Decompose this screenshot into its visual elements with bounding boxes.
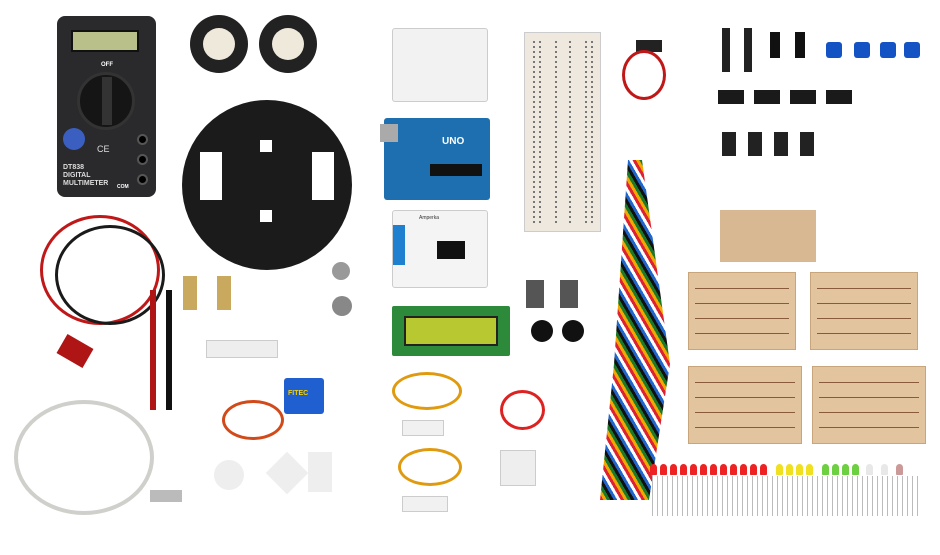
off-label: OFF xyxy=(101,62,113,68)
resistor-strip xyxy=(810,272,918,350)
usb-port xyxy=(380,124,398,142)
push-button xyxy=(826,42,842,58)
red-leds xyxy=(650,464,767,475)
wheel xyxy=(190,15,248,73)
driver-chip xyxy=(437,241,465,259)
model-text: DT838 xyxy=(63,164,85,171)
red-probe xyxy=(150,290,156,410)
push-button xyxy=(904,42,920,58)
ball-caster xyxy=(332,296,352,316)
black-probe xyxy=(166,290,172,410)
gear-motor xyxy=(183,276,197,310)
battery-clip xyxy=(636,40,662,52)
yellow-leds xyxy=(776,464,813,475)
label-line1: DIGITAL xyxy=(63,172,91,179)
seven-segment-display xyxy=(560,280,578,308)
chip xyxy=(430,164,482,176)
sensor-cable xyxy=(398,448,462,486)
shield-brand: Amperka xyxy=(419,215,440,221)
proto-shield xyxy=(392,28,488,102)
jumper-wires xyxy=(600,160,670,500)
resistor-strip xyxy=(812,366,926,444)
servo-horn xyxy=(308,452,332,492)
terminal-block xyxy=(393,225,405,265)
resistor-strip xyxy=(688,366,802,444)
motor-shield: Amperka xyxy=(392,210,488,288)
breadboard xyxy=(524,32,601,232)
wheel xyxy=(259,15,317,73)
ball-caster xyxy=(332,262,350,280)
digital-multimeter: OFF CE COM DT838 DIGITAL MULTIMETER xyxy=(57,16,156,197)
servo-brand: FITEC xyxy=(288,390,309,397)
robot-chassis-plate xyxy=(182,100,352,270)
resistor-strip xyxy=(688,272,796,350)
sensor-board xyxy=(500,450,536,486)
servo-horn xyxy=(214,460,244,490)
sensor-module xyxy=(402,420,444,436)
sensor-module xyxy=(402,496,448,512)
sensor-cable xyxy=(500,390,545,430)
label-line2: MULTIMETER xyxy=(63,180,109,187)
pin-header xyxy=(206,340,278,358)
servo-horn xyxy=(265,451,309,495)
black-probe-lead xyxy=(55,225,165,325)
transistor-strip xyxy=(720,210,816,262)
sensor-cable xyxy=(392,372,462,410)
servo-wire xyxy=(222,400,284,440)
voltage-regulators xyxy=(722,132,814,156)
header-pins xyxy=(718,90,860,104)
white-leds xyxy=(866,464,903,475)
usb-plug xyxy=(150,490,182,502)
push-button xyxy=(854,42,870,58)
usb-cable xyxy=(14,400,154,515)
seven-segment-display xyxy=(526,280,544,308)
arduino-uno-board: UNO xyxy=(380,118,490,200)
ic-chip xyxy=(795,32,805,58)
ce-mark: CE xyxy=(97,144,110,154)
multimeter-label: DT838 DIGITAL MULTIMETER xyxy=(63,164,108,188)
multimeter-dial xyxy=(77,72,135,130)
battery-wire xyxy=(622,50,666,100)
gear-motor xyxy=(217,276,231,310)
potentiometer-knob xyxy=(531,320,553,342)
servo-motor: FITEC xyxy=(284,378,324,414)
probe-jack xyxy=(137,174,148,185)
trimmer xyxy=(744,28,752,72)
com-label: COM xyxy=(117,184,129,190)
probe-jack xyxy=(137,134,148,145)
ic-chip xyxy=(770,32,780,58)
potentiometer-knob xyxy=(562,320,584,342)
lcd-display-module xyxy=(392,306,510,356)
led-legs xyxy=(652,476,922,516)
green-leds xyxy=(822,464,859,475)
red-connector xyxy=(56,333,94,369)
transistor-socket xyxy=(63,128,85,150)
probe-jack xyxy=(137,154,148,165)
trimmer xyxy=(722,28,730,72)
push-button xyxy=(880,42,896,58)
uno-label: UNO xyxy=(442,136,465,147)
multimeter-display xyxy=(71,30,139,52)
